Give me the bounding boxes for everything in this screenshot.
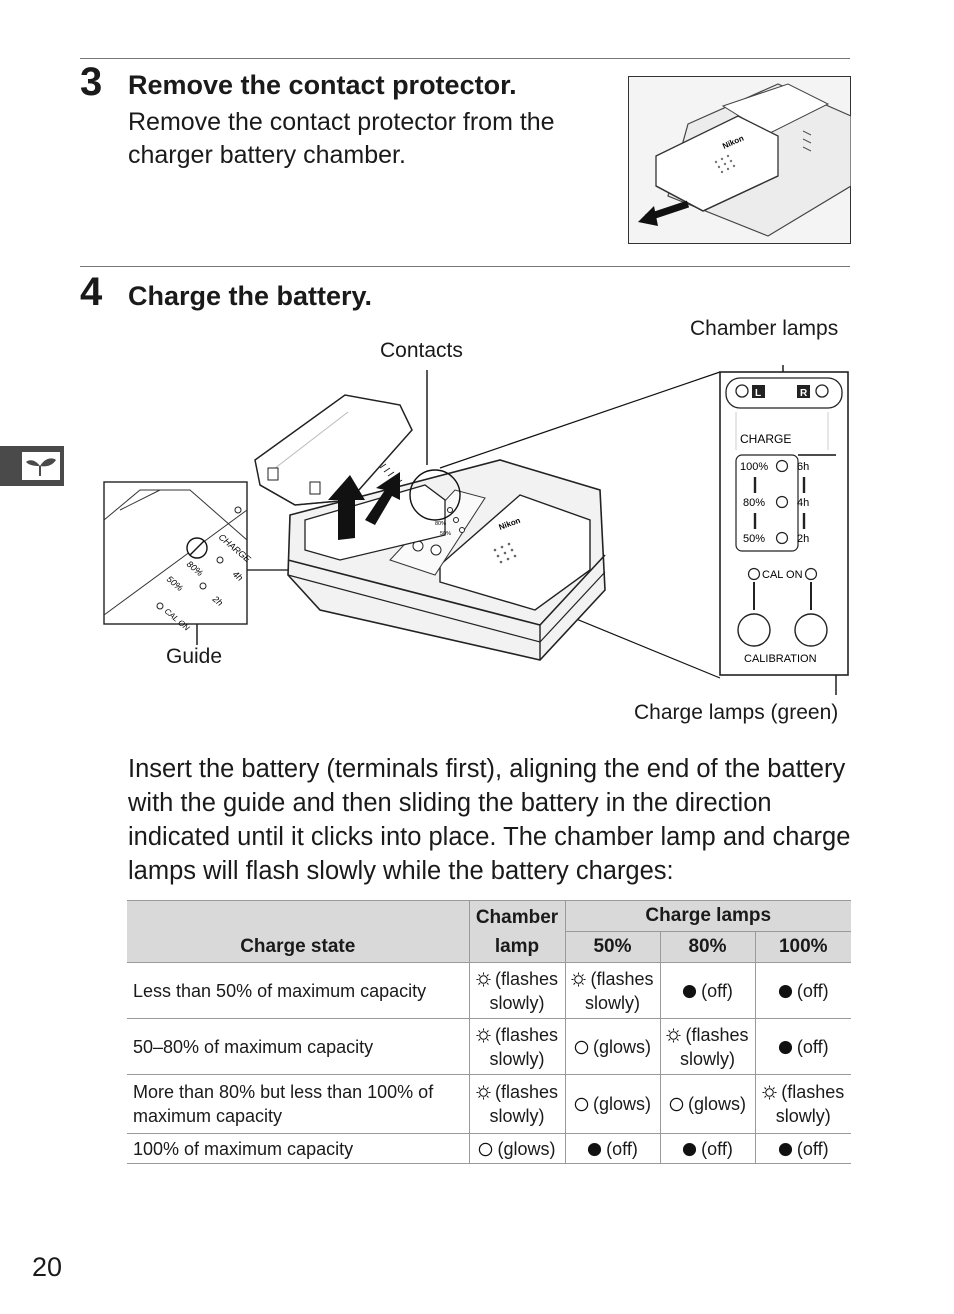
- cell-charge-50: (flashes slowly): [564, 962, 661, 1019]
- table-row: 100% of maximum capacity (glows) (off) (off…: [127, 1133, 851, 1164]
- callout-charge-lamps: Charge lamps (green): [634, 701, 839, 724]
- guide-inset: CHARGE 80% 50% 4h 2h CAL ON: [103, 481, 253, 633]
- charge-state-table: Charge state Chamber lamp Charge lamps 5…: [127, 900, 851, 1164]
- cell-status-text: (off): [606, 1138, 638, 1159]
- cell-chamber-lamp: (glows): [468, 1133, 566, 1164]
- page-number: 20: [32, 1252, 63, 1282]
- cell-charge-80: (glows): [659, 1074, 756, 1134]
- lamp-off-icon: [588, 1142, 602, 1156]
- section-tab: [0, 446, 64, 486]
- header-50: 50%: [565, 931, 661, 963]
- cell-chamber-lamp: (flashes slowly): [468, 1074, 566, 1134]
- cell-charge-100: (off): [754, 1018, 851, 1075]
- panel-charge-label: CHARGE: [740, 432, 791, 446]
- header-100: 100%: [754, 931, 851, 963]
- panel-level-100: 100%: [740, 461, 768, 473]
- cell-status-text: (flashes slowly): [489, 1024, 559, 1069]
- header-charge-state: Charge state: [127, 900, 470, 963]
- charger-label-80: 80%: [435, 521, 446, 527]
- cell-charge-100: (flashes slowly): [754, 1074, 851, 1134]
- cell-charge-80: (off): [659, 962, 756, 1019]
- lamp-off-icon: [683, 1142, 697, 1156]
- panel-calibration: CALIBRATION: [744, 653, 817, 665]
- cell-status-text: (glows): [592, 1036, 651, 1057]
- cell-charge-state: More than 80% but less than 100% of maxi…: [127, 1074, 470, 1134]
- lamp-glow-icon: [669, 1097, 684, 1112]
- step-4-rule: [80, 266, 850, 267]
- cell-status-text: (glows): [497, 1138, 556, 1159]
- table-row: Less than 50% of maximum capacity (flashe…: [127, 962, 851, 1019]
- cell-charge-100: (off): [754, 962, 851, 1019]
- cell-status-text: (off): [796, 980, 829, 1001]
- lamp-off-icon: [778, 1040, 792, 1054]
- cell-status-text: (off): [701, 1138, 733, 1159]
- panel-hour-4h: 4h: [797, 497, 809, 509]
- inset-4h-text: 4h: [231, 569, 245, 583]
- lamp-flash-icon: [476, 1085, 491, 1100]
- panel-cal-on: CAL ON: [762, 569, 803, 581]
- panel-left-label: L: [755, 388, 761, 399]
- lamp-flash-icon: [476, 1027, 491, 1043]
- cell-status-text: (flashes slowly): [584, 968, 654, 1013]
- table-body: Less than 50% of maximum capacity (flashe…: [127, 962, 851, 1164]
- callout-chamber-lamps: Chamber lamps: [690, 317, 839, 340]
- leaf-icon: [22, 452, 60, 480]
- panel-hour-2h: 2h: [797, 533, 809, 545]
- table-row: More than 80% but less than 100% of maxi…: [127, 1074, 851, 1134]
- lamp-off-icon: [778, 984, 792, 998]
- cell-charge-state: 100% of maximum capacity: [127, 1133, 470, 1164]
- cell-charge-80: (off): [659, 1133, 756, 1164]
- lamp-glow-icon: [574, 1097, 589, 1112]
- step-3-number: 3: [80, 60, 103, 104]
- cell-status-text: (flashes slowly): [775, 1082, 845, 1126]
- charger-label-50: 50%: [440, 531, 451, 537]
- cell-status-text: (flashes slowly): [679, 1024, 749, 1069]
- contact-protector-illustration: Nikon: [628, 76, 851, 244]
- cell-charge-100: (off): [754, 1133, 851, 1164]
- cell-status-text: (off): [701, 980, 733, 1001]
- instruction-paragraph: Insert the battery (terminals first), al…: [128, 755, 851, 885]
- header-chamber-lamp: Chamber lamp: [468, 900, 566, 963]
- cell-chamber-lamp: (flashes slowly): [468, 962, 566, 1019]
- lamp-panel-inset: L R CHARGE 100% 80% 50% 6h 4h 2h CAL ON …: [719, 371, 849, 676]
- lamp-off-icon: [778, 1142, 792, 1156]
- lamp-flash-icon: [476, 971, 491, 987]
- step-4-number: 4: [80, 270, 103, 314]
- charger-figure: Nikon 80% 50% CHARGE 80% 50% 4h 2h CAL: [103, 365, 849, 695]
- table-row: 50–80% of maximum capacity (flashes slowl…: [127, 1018, 851, 1075]
- cell-status-text: (flashes slowly): [489, 968, 559, 1013]
- cell-chamber-lamp: (flashes slowly): [468, 1018, 566, 1075]
- lamp-glow-icon: [479, 1142, 493, 1156]
- cell-charge-80: (flashes slowly): [659, 1018, 756, 1075]
- header-80: 80%: [659, 931, 756, 963]
- panel-level-80: 80%: [743, 497, 765, 509]
- lamp-flash-icon: [571, 971, 587, 987]
- cell-status-text: (glows): [592, 1094, 651, 1114]
- cell-charge-state: 50–80% of maximum capacity: [127, 1018, 470, 1075]
- panel-level-50: 50%: [743, 533, 765, 545]
- step-3-title: Remove the contact protector.: [128, 70, 517, 100]
- step-4-title: Charge the battery.: [128, 281, 373, 311]
- top-rule: [80, 58, 850, 59]
- cell-charge-state: Less than 50% of maximum capacity: [127, 962, 470, 1019]
- cell-charge-50: (off): [564, 1133, 661, 1164]
- lamp-flash-icon: [762, 1085, 777, 1100]
- step-3-body: Remove the contact protector from the ch…: [128, 108, 555, 169]
- header-charge-lamps: Charge lamps: [564, 900, 851, 932]
- lamp-off-icon: [683, 984, 697, 998]
- lamp-glow-icon: [574, 1040, 589, 1054]
- cell-charge-50: (glows): [564, 1018, 661, 1075]
- cell-status-text: (flashes slowly): [489, 1082, 559, 1126]
- cell-status-text: (off): [796, 1138, 829, 1159]
- panel-right-label: R: [800, 388, 808, 399]
- callout-guide: Guide: [166, 645, 223, 668]
- lamp-flash-icon: [666, 1027, 682, 1043]
- cell-status-text: (glows): [687, 1094, 746, 1114]
- cell-status-text: (off): [796, 1036, 829, 1057]
- panel-hour-6h: 6h: [797, 461, 809, 473]
- cell-charge-50: (glows): [564, 1074, 661, 1134]
- callout-contacts: Contacts: [380, 339, 463, 362]
